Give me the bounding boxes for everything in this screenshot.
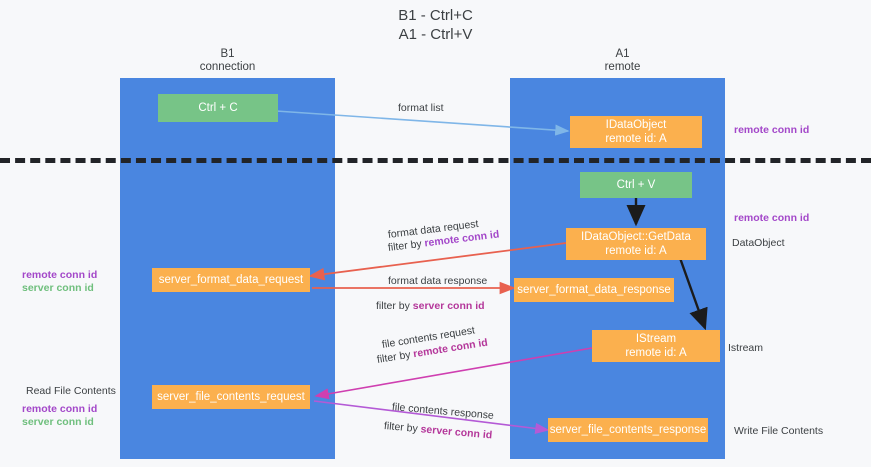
filter-key-server-conn-id: server conn id — [420, 423, 493, 442]
node-idataobject-getdata[interactable]: IDataObject::GetData remote id: A — [566, 228, 706, 260]
label-remote-conn-id-mid: remote conn id — [734, 212, 810, 224]
edge-label-format-data-response-filter: filter by server conn id — [376, 299, 485, 313]
filter-key-server-conn-id: server conn id — [412, 300, 485, 312]
node-server-file-contents-request[interactable]: server_file_contents_request — [152, 385, 310, 409]
label-left-remote-conn-id-2: remote conn id — [22, 403, 98, 415]
filter-prefix: filter by — [387, 237, 426, 254]
node-ctrl-c[interactable]: Ctrl + C — [158, 94, 278, 122]
node-server-format-data-request[interactable]: server_format_data_request — [152, 268, 310, 292]
node-server-file-contents-response[interactable]: server_file_contents_response — [548, 418, 708, 442]
edge-label-format-list: format list — [398, 102, 444, 114]
filter-prefix: filter by — [376, 300, 413, 312]
filter-prefix: filter by — [383, 420, 422, 436]
label-istream: Istream — [728, 342, 764, 354]
label-write-file-contents: Write File Contents — [734, 425, 824, 437]
column-header-a1: A1 remote — [604, 48, 641, 73]
label-left-server-conn-id: server conn id — [22, 282, 94, 294]
column-header-b1: B1 connection — [199, 48, 256, 73]
label-left-server-conn-id-2: server conn id — [22, 416, 94, 428]
label-dataobject: DataObject — [732, 237, 785, 249]
node-istream[interactable]: IStream remote id: A — [592, 330, 720, 362]
filter-prefix: filter by — [376, 348, 415, 366]
edge-label-file-contents-response-filter: filter by server conn id — [383, 419, 492, 442]
section-divider — [0, 158, 871, 163]
label-read-file-contents: Read File Contents — [26, 385, 116, 397]
node-ctrl-v[interactable]: Ctrl + V — [580, 172, 692, 198]
label-remote-conn-id-top: remote conn id — [734, 124, 810, 136]
label-left-remote-conn-id: remote conn id — [22, 269, 98, 281]
edge-label-file-contents-response: file contents response — [391, 401, 495, 422]
page-title: B1 - Ctrl+C A1 - Ctrl+V — [398, 7, 473, 43]
node-server-format-data-response[interactable]: server_format_data_response — [514, 278, 674, 302]
edge-label-format-data-response: format data response — [388, 275, 488, 287]
node-idataobject[interactable]: IDataObject remote id: A — [570, 116, 702, 148]
